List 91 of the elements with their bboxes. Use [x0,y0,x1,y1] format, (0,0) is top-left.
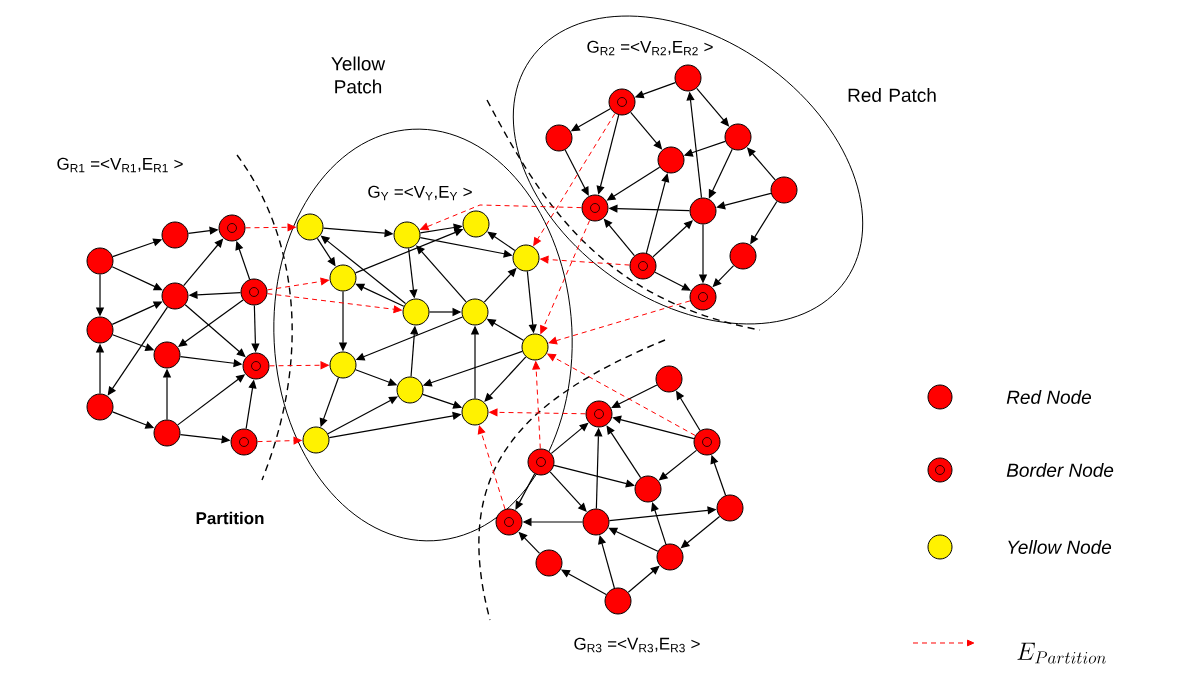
border-node-circle [629,252,657,280]
node-circle [296,213,324,241]
node-circle [674,64,702,92]
node-circle [535,549,563,577]
partition-arrow [540,255,631,266]
node-circle [716,494,744,522]
node-circle [657,146,685,174]
legend-text: Red Node [1006,390,1091,404]
node-circle [461,298,489,326]
node-circle [402,298,430,326]
graph-label: G$_{Y}$ =<V$_{Y}$,E$_{Y}$ > [368,185,472,201]
graph-label: G$_{R1}$ =<V$_{R1}$,E$_{R1}$ > [57,157,183,173]
border-node-circle [240,278,268,306]
node-circle [521,333,549,361]
partition-arrow [548,300,691,345]
arrow [550,422,589,454]
border-node-circle [230,428,258,456]
partition-arrow [532,361,541,449]
partition-arrow [257,436,302,445]
node-label: Yellow Patch [331,56,386,94]
arrow [107,306,169,396]
node-circle [161,221,189,249]
node-circle [153,341,181,369]
node-circle [393,221,421,249]
node-circle [86,316,114,344]
arrow [596,114,620,195]
arrow [598,535,615,589]
node-circle [512,244,540,272]
border-node-circle [242,352,270,380]
border-node-circle [218,214,246,242]
arrow [603,218,635,257]
arrow [606,425,642,479]
node-circle [724,123,752,151]
arrow [611,384,658,408]
border-node-circle [495,508,523,536]
node-circle [329,264,357,292]
node-circle [396,376,424,404]
partition-arrow [269,361,329,370]
arrow [645,173,670,254]
graph-label: Partition [196,511,264,525]
node-circle [86,393,114,421]
node-circle [729,242,757,270]
border-node-circle [585,400,613,428]
node-circle [656,543,684,571]
node-circle [604,587,632,615]
arrow [416,245,467,303]
node-circle [634,475,662,503]
arrow [612,415,695,440]
arrow [487,231,516,251]
legend-text: Border Node [1006,463,1114,477]
arrow [355,283,405,307]
partition-arrow [489,408,586,417]
arrow [111,266,163,291]
node-label: Red Patch [848,88,936,102]
legend-text: $E_{Partition}$ [1017,642,1106,664]
legend-text: Yellow Node [1008,540,1112,554]
arrow [608,527,659,552]
arrow [564,149,589,196]
border-node-circle [689,283,717,311]
graph-label: G$_{R3}$ =<V$_{R3}$,E$_{R3}$ > [574,637,700,653]
arrow [553,464,635,488]
node-circle [770,176,798,204]
partition-arrow [266,293,402,314]
node-circle [655,365,683,393]
partition-arrow [266,277,329,291]
partition-arrow [420,204,582,231]
node-circle [545,124,573,152]
arrow [549,471,587,512]
partition-arrow [245,223,296,232]
partition-arrow [533,113,616,246]
arrow [708,148,733,199]
node-circle [462,210,490,238]
arrow [316,237,336,267]
node-circle [689,197,717,225]
node-circle [329,351,357,379]
border-node-circle [608,88,636,116]
node-circle [153,419,181,447]
partition-arrow [477,425,506,510]
arrow [716,192,772,210]
arrow [652,220,693,258]
partition-arrow [547,353,696,436]
node-circle [161,282,189,310]
node-circle [302,426,330,454]
border-node-circle [581,194,609,222]
partition-arrow [540,219,591,334]
node-circle [461,398,489,426]
border-node-circle [693,428,721,456]
node-circle [86,247,114,275]
node-circle [582,508,610,536]
graph-label: G$_{R2}$ =<V$_{R2}$,E$_{R2}$ > [587,40,713,56]
arrow [654,271,691,291]
